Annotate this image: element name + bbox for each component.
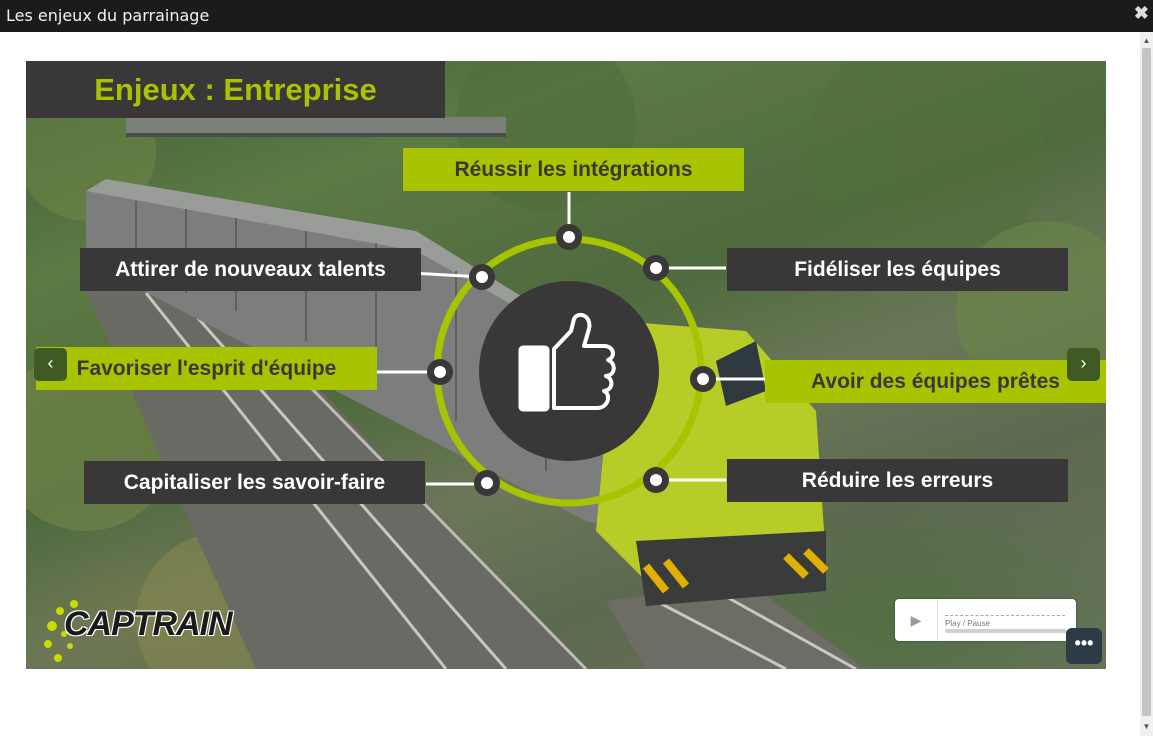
captrain-logo: CAPTRAIN: [64, 605, 233, 643]
next-slide-button[interactable]: ›: [1067, 348, 1100, 381]
thumbs-up-icon: [518, 312, 616, 412]
window-titlebar: Les enjeux du parrainage ✖: [0, 0, 1153, 32]
item-equipes-pretes: Avoir des équipes prêtes: [765, 360, 1106, 403]
slide: Enjeux : Entreprise Réussir les intégrat…: [26, 61, 1106, 669]
play-pause-label: Play / Pause: [945, 619, 990, 628]
audio-player: ▶ Play / Pause: [895, 599, 1076, 641]
player-separator: [945, 615, 1065, 616]
window-title: Les enjeux du parrainage: [6, 6, 210, 25]
scrollbar-thumb[interactable]: [1142, 48, 1151, 716]
captrain-logo-dots: [44, 600, 78, 662]
scroll-up-icon[interactable]: ▲: [1142, 36, 1151, 45]
item-reduire-erreurs: Réduire les erreurs: [727, 459, 1068, 502]
prev-slide-button[interactable]: ‹: [34, 348, 67, 381]
vertical-scrollbar[interactable]: ▲ ▼: [1140, 32, 1153, 736]
progress-bar[interactable]: [945, 629, 1067, 633]
item-fideliser-equipes: Fidéliser les équipes: [727, 248, 1068, 291]
close-icon[interactable]: ✖: [1133, 3, 1149, 23]
item-reussir-integrations: Réussir les intégrations: [403, 148, 744, 191]
more-options-button[interactable]: •••: [1066, 628, 1102, 664]
play-icon[interactable]: ▶: [895, 599, 938, 641]
slide-title: Enjeux : Entreprise: [26, 61, 445, 118]
scroll-down-icon[interactable]: ▼: [1142, 722, 1151, 731]
item-capitaliser-savoir-faire: Capitaliser les savoir-faire: [84, 461, 425, 504]
item-esprit-equipe: Favoriser l'esprit d'équipe: [36, 347, 377, 390]
item-attirer-talents: Attirer de nouveaux talents: [80, 248, 421, 291]
